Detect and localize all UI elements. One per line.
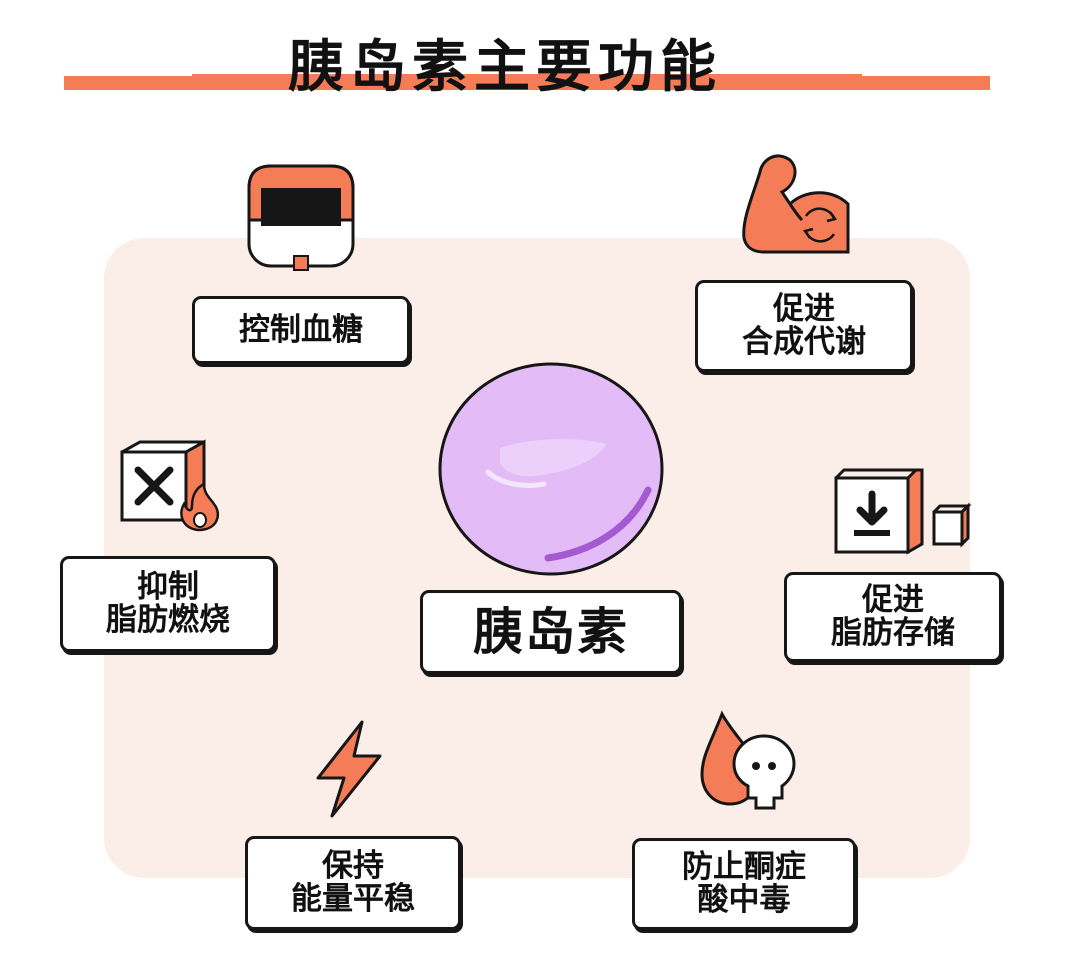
function-label-line-1: 防止酮症 [682,849,806,885]
function-box-fat-storage: 促进 脂肪存储 [784,572,1002,662]
function-label-line-1: 保持 [322,848,384,884]
function-box-fat-burn: 抑制 脂肪燃烧 [60,556,276,652]
storage-download-icon [834,468,976,555]
function-label-line-2: 合成代谢 [742,324,866,360]
function-label: 控制血糖 [239,311,363,348]
page-title: 胰岛素主要功能 [288,35,722,100]
function-box-synthesis: 促进 合成代谢 [695,280,913,372]
lightning-icon [314,720,384,818]
drop-skull-icon [700,710,800,812]
pancreas-bubble-icon [438,362,664,576]
blocked-fire-icon [118,439,228,532]
function-label-line-1: 抑制 [137,569,199,605]
center-label: 胰岛素 [473,602,629,661]
function-label-line-1: 促进 [773,291,835,327]
function-box-ketoacidosis: 防止酮症 酸中毒 [632,838,856,930]
glucose-meter-icon [247,162,355,272]
function-label-line-2: 脂肪燃烧 [106,602,230,638]
function-box-energy: 保持 能量平稳 [245,836,461,930]
center-label-box: 胰岛素 [420,590,682,674]
function-box-blood-sugar: 控制血糖 [192,296,410,364]
function-label-line-2: 酸中毒 [697,882,791,918]
function-label-line-2: 脂肪存储 [831,615,955,651]
title-underline [64,74,990,90]
function-label-line-2: 能量平稳 [291,881,415,917]
function-label-line-1: 促进 [862,582,924,618]
flexed-arm-icon [738,150,854,256]
